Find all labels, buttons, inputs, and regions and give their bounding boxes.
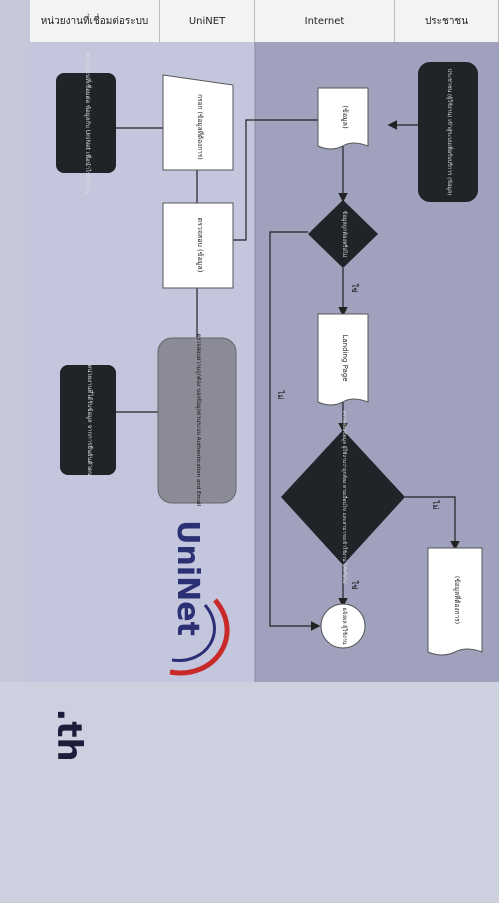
uninet-logo-swoosh-2	[171, 604, 216, 662]
internet-document-text: (ข้อมูล)	[341, 105, 349, 129]
uninet-note-top	[56, 73, 116, 173]
lane-header-3: Internet	[255, 0, 395, 42]
connector	[405, 496, 460, 551]
connectors	[115, 119, 460, 631]
internet-document	[317, 87, 369, 150]
uninet-note-bottom	[60, 365, 116, 475]
landing-page	[317, 313, 369, 406]
uninet-logo-text: UniNet	[170, 520, 205, 636]
uninet-auth-process	[157, 337, 237, 504]
lane-header-4: ประชาชน	[395, 0, 499, 42]
end-terminal-text: แจ้งผล ผู้ใช้งาน	[341, 608, 348, 645]
uninet-start-input-text: กรอก (ข้อมูลที่ต้องการ)	[196, 94, 205, 160]
uninet-auth-process-text: ตรวจสอบความถูกต้อง ของข้อมูลผ่านระบบ Aut…	[195, 334, 202, 507]
yes-label-2: ใช่	[350, 580, 359, 590]
person-document	[427, 547, 483, 656]
connector	[232, 119, 318, 241]
connector	[269, 231, 321, 631]
lower-area-bg	[0, 682, 499, 903]
domain-text: .th	[49, 708, 89, 761]
no-label-1: ไม่	[276, 389, 285, 399]
person-start	[418, 62, 478, 202]
no-label-2: ไม่	[431, 499, 440, 509]
decision-1-text: ข้อมูลถูกต้องหรือไม่	[341, 211, 348, 258]
uninet-note-top-text: หน่วยงานที่เชื่อมต่อ ข้อมูลกับ UniNet เพ…	[84, 53, 92, 194]
uninet-start-input	[162, 74, 234, 171]
decision-2	[281, 430, 405, 565]
uninet-logo-swoosh	[169, 598, 230, 676]
decision-2-text: ตรวจสอบข้อมูล ผู้ใช้งานว่าถูกต้อง ตามเงื…	[341, 410, 348, 583]
decision-1	[308, 200, 378, 268]
uninet-process-text: ตรวจสอบ (ข้อมูล)	[196, 218, 204, 273]
person-document-text: (ข้อมูลที่ต้องการ)	[453, 576, 462, 624]
yes-label-1: ใช่	[350, 283, 359, 293]
uninet-process	[162, 202, 234, 289]
lane-header-1: หน่วยงานที่เชื่อมต่อระบบ	[30, 0, 160, 42]
landing-page-text: Landing Page	[341, 334, 349, 381]
person-start-text: ประชาชน (ผู้ใช้งาน) เข้าสู่ระบบเพื่อรับบ…	[446, 69, 454, 196]
uninet-note-bottom-text: หน่วยงานที่ได้รับข้อมูล จากการยืนยันตัวต…	[86, 364, 94, 476]
lane-header-2: UniNET	[160, 0, 255, 42]
end-terminal	[320, 603, 366, 649]
